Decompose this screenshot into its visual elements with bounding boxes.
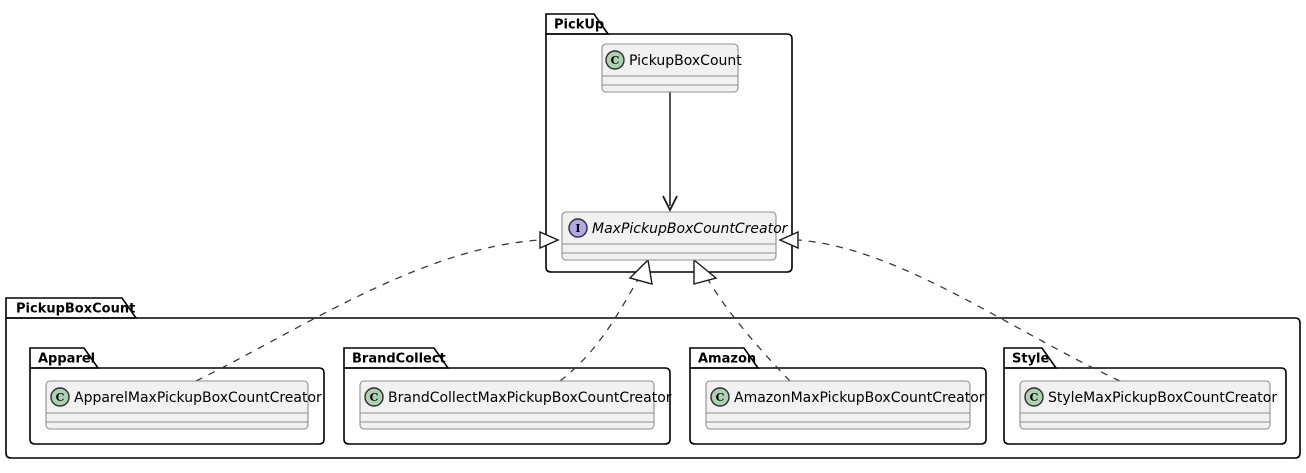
link-line-dashed	[559, 275, 641, 382]
class-icon-letter: C	[611, 54, 620, 67]
class-node-brandcollectmaxpickupboxcountcreator[interactable]: C BrandCollectMaxPickupBoxCountCreator	[359, 380, 672, 430]
class-node-label: StyleMaxPickupBoxCountCreator	[1048, 390, 1277, 406]
class-icon-letter: C	[56, 391, 65, 404]
class-node-amazonmaxpickupboxcountcreator[interactable]: C AmazonMaxPickupBoxCountCreator	[705, 380, 985, 430]
package-pickup[interactable]: PickUp	[545, 13, 793, 273]
class-node-label: PickupBoxCount	[629, 53, 742, 69]
relationship-style-realizes	[778, 230, 1121, 382]
package-brandcollect[interactable]: BrandCollect	[343, 347, 671, 445]
interface-node-label: MaxPickupBoxCountCreator	[592, 221, 789, 237]
class-node-label: AmazonMaxPickupBoxCountCreator	[734, 390, 985, 406]
class-circle-icon	[50, 387, 70, 407]
class-circle-icon	[1024, 387, 1044, 407]
package-outline-style	[1003, 367, 1287, 445]
interface-icon-letter: I	[575, 222, 580, 235]
relationship-amazon-realizes	[693, 258, 791, 382]
class-node-stylemaxpickupboxcountcreator[interactable]: C StyleMaxPickupBoxCountCreator	[1019, 380, 1277, 430]
open-arrow-icon	[662, 195, 678, 213]
class-node-label: ApparelMaxPickupBoxCountCreator	[74, 390, 322, 406]
class-circle-icon	[364, 387, 384, 407]
package-outline-pickupboxcount	[5, 317, 1301, 459]
package-title-brandcollect: BrandCollect	[352, 352, 446, 367]
package-outline-apparel	[29, 367, 325, 445]
package-outline-amazon	[689, 367, 987, 445]
class-node-label: BrandCollectMaxPickupBoxCountCreator	[388, 390, 672, 406]
class-circle-icon	[605, 50, 625, 70]
link-line-dashed	[705, 275, 791, 382]
hollow-triangle-icon	[778, 230, 799, 250]
package-title-pickupboxcount: PickupBoxCount	[16, 302, 135, 317]
class-box	[705, 380, 971, 430]
class-node-pickupboxcount[interactable]: C PickupBoxCount	[601, 43, 742, 93]
interface-box	[561, 211, 777, 261]
class-node-apparelmaxpickupboxcountcreator[interactable]: C ApparelMaxPickupBoxCountCreator	[45, 380, 322, 430]
link-line-dashed	[797, 239, 1121, 382]
package-pickupboxcount[interactable]: PickupBoxCount	[5, 297, 1301, 459]
package-title-amazon: Amazon	[698, 352, 756, 367]
package-outline-brandcollect	[343, 367, 671, 445]
link-line-dashed	[195, 239, 541, 382]
class-icon-letter: C	[716, 391, 725, 404]
class-circle-icon	[710, 387, 730, 407]
hollow-triangle-icon	[693, 258, 718, 285]
class-box	[601, 43, 739, 93]
package-apparel[interactable]: Apparel	[29, 347, 325, 445]
interface-circle-icon	[568, 218, 588, 238]
package-outline-pickup	[545, 33, 793, 273]
hollow-triangle-icon	[539, 230, 560, 250]
interface-node-maxpickupboxcountcreator[interactable]: I MaxPickupBoxCountCreator	[561, 211, 789, 261]
class-box	[359, 380, 655, 430]
package-amazon[interactable]: Amazon	[689, 347, 987, 445]
relationship-brandcollect-realizes	[559, 258, 653, 382]
hollow-triangle-icon	[628, 258, 653, 285]
package-style[interactable]: Style	[1003, 347, 1287, 445]
package-title-style: Style	[1012, 352, 1050, 367]
class-icon-letter: C	[1030, 391, 1039, 404]
relationship-apparel-realizes	[195, 230, 560, 382]
class-box	[1019, 380, 1271, 430]
class-box	[45, 380, 309, 430]
package-title-apparel: Apparel	[38, 352, 95, 367]
package-title-pickup: PickUp	[554, 18, 604, 33]
class-icon-letter: C	[370, 391, 379, 404]
relationship-pickupboxcount-uses-creator	[662, 92, 678, 213]
